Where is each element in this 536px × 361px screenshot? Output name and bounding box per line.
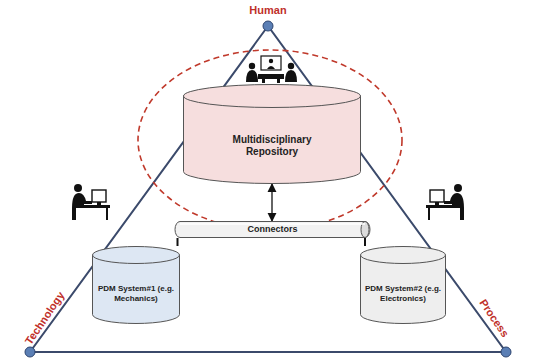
- connector-line: [364, 238, 366, 246]
- desk-person-icon: [72, 184, 110, 220]
- vertex-label: Human: [249, 4, 286, 16]
- database-cylinder: Multidisciplinary Repository: [183, 84, 361, 184]
- node-label: PDM System#1 (e.g. Mechanics): [96, 284, 176, 303]
- meeting-icon: [246, 56, 297, 83]
- vertex-label: Technology: [22, 289, 66, 346]
- node-label: Multidisciplinary Repository: [212, 134, 332, 158]
- vertex-dot: [25, 347, 35, 357]
- desk-person-icon: [426, 184, 464, 220]
- node-label: PDM System#2 (e.g. Electronics): [363, 284, 443, 303]
- connector-line: [177, 238, 179, 246]
- dashed-ellipse: [138, 50, 402, 230]
- triangle: [30, 26, 506, 352]
- connector-pipe: Connectors: [175, 221, 370, 238]
- vertex-dot: [263, 21, 273, 31]
- vertex-dot: [501, 347, 511, 357]
- connector-line: [271, 184, 272, 221]
- database-cylinder: PDM System#1 (e.g. Mechanics): [92, 246, 180, 324]
- database-cylinder: PDM System#2 (e.g. Electronics): [360, 246, 446, 324]
- node-label: Connectors: [247, 224, 297, 235]
